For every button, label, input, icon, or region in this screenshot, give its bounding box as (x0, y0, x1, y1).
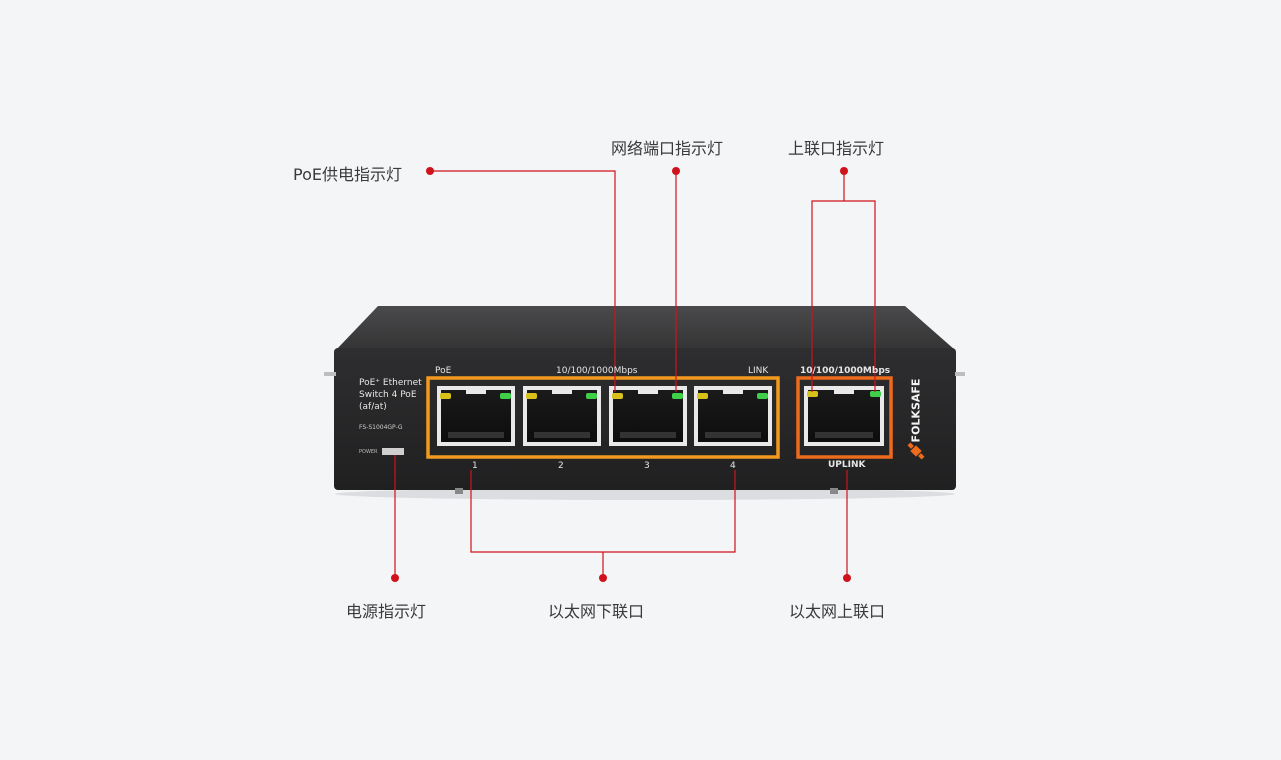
link-label: LINK (748, 366, 769, 376)
port-number-3: 3 (644, 461, 650, 471)
model-number: FS-S1004GP-G (359, 424, 403, 431)
model-label-line1: PoE⁺ Ethernet (359, 378, 422, 388)
network-led-callout-dot (672, 167, 680, 175)
brand-label: FOLKSAFE (909, 378, 923, 443)
uplink-port-frame (796, 376, 893, 459)
poe-label: PoE (435, 366, 452, 376)
uplink-led-callout-dot (840, 167, 848, 175)
uplink-speed-label: 10/100/1000Mbps (800, 366, 891, 376)
port-number-4: 4 (730, 461, 736, 471)
link-led-1 (500, 393, 511, 399)
rj45-port-2 (523, 386, 601, 446)
uplink-port-callout-dot (843, 574, 851, 582)
uplink-led-callout-line-right (844, 200, 876, 392)
link-led-4 (757, 393, 768, 399)
link-led-2 (586, 393, 597, 399)
power-label: POWER (359, 449, 378, 455)
uplink-led-callout-line-left (811, 171, 845, 392)
uplink-led-link (870, 391, 881, 397)
uplink-led-speed (807, 391, 818, 397)
power-led (382, 448, 404, 455)
callout-dots (391, 167, 851, 582)
poe-led-3 (612, 393, 623, 399)
port-number-1: 1 (472, 461, 478, 471)
speed-label: 10/100/1000Mbps (556, 366, 638, 376)
port-number-2: 2 (558, 461, 564, 471)
poe-led-1 (440, 393, 451, 399)
link-led-3 (672, 393, 683, 399)
poe-led-callout-dot (426, 167, 434, 175)
model-label-line3: (af/at) (359, 402, 387, 412)
poe-led-2 (526, 393, 537, 399)
callout-poe-led: PoE供电指示灯 (293, 165, 402, 184)
callout-ethernet-uplink: 以太网上联口 (789, 602, 886, 621)
poe-led-callout-line (430, 170, 616, 392)
uplink-label: UPLINK (828, 460, 866, 470)
power-led-callout-dot (391, 574, 399, 582)
callout-uplink-led: 上联口指示灯 (788, 139, 885, 158)
chassis-top (336, 306, 955, 350)
callout-lines (394, 170, 876, 578)
model-label-line2: Switch 4 PoE (359, 390, 417, 400)
downlink-callout-dot (599, 574, 607, 582)
callout-network-port-led: 网络端口指示灯 (611, 139, 724, 158)
port-leds (440, 391, 881, 399)
callout-power-led: 电源指示灯 (346, 602, 427, 621)
poe-led-4 (697, 393, 708, 399)
callout-ethernet-downlink: 以太网下联口 (548, 602, 645, 621)
downlink-ports-frame (426, 376, 780, 459)
